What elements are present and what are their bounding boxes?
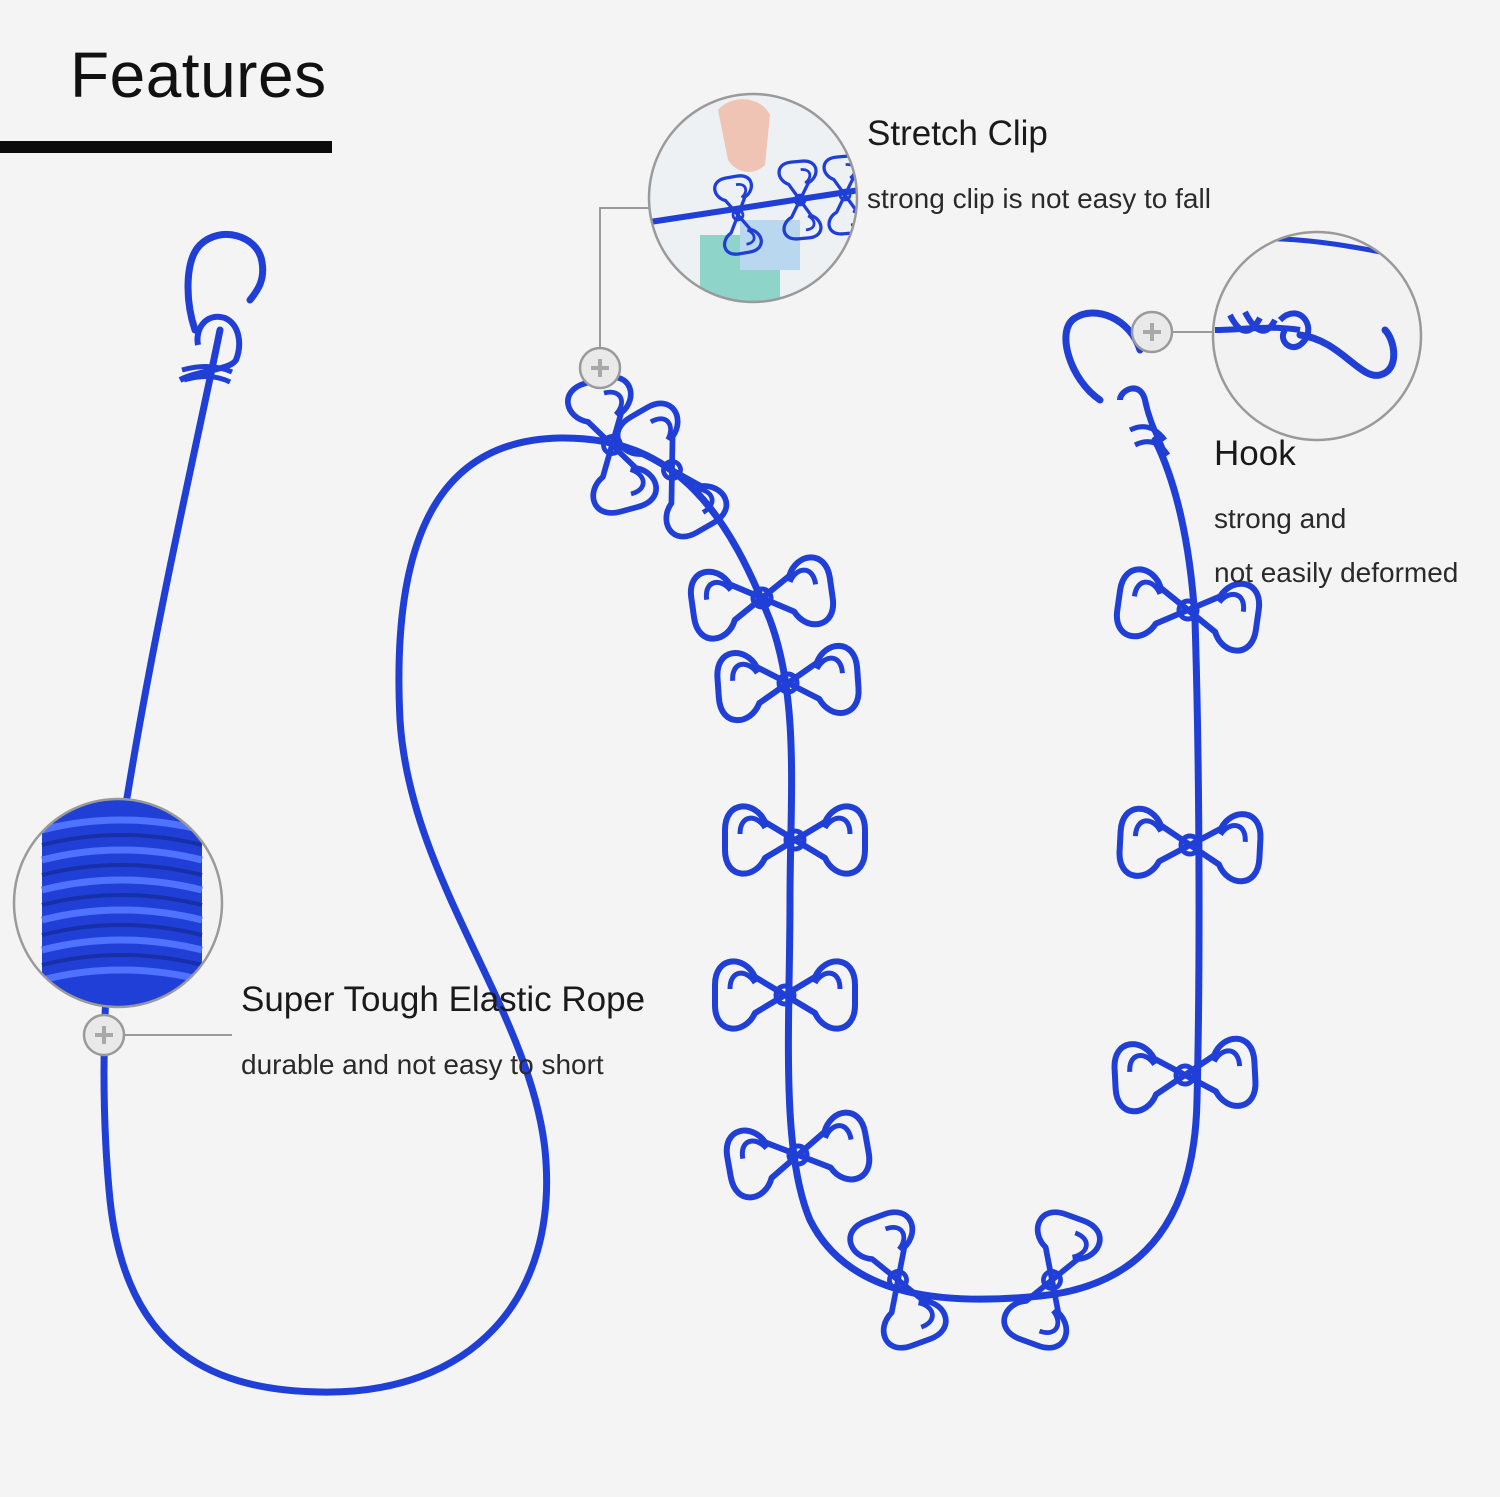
rope-feature-desc: durable and not easy to short [241,1049,604,1080]
zoom-circle-clip [647,92,859,304]
title-underline [0,141,332,153]
clip-icon [688,555,836,641]
page-title: Features [70,39,327,111]
clip-feature-desc: strong clip is not easy to fall [867,183,1211,214]
clip-icon [1113,1038,1256,1112]
clip-icon [1118,808,1261,882]
clip-icon [725,806,865,873]
hook-icon [178,231,267,385]
clip-icon [715,961,855,1028]
hook-feature-desc-line2: not easily deformed [1214,557,1459,588]
clip-feature-title: Stretch Clip [867,114,1048,153]
zoom-circle-rope [12,797,224,1009]
clip-icon [564,373,660,518]
plus-marker-icon [1130,310,1174,354]
rope-feature-title: Super Tough Elastic Rope [241,980,646,1019]
plus-marker-icon [82,1013,126,1057]
clip-icon [999,1207,1105,1354]
elastic-rope [100,326,1203,1396]
zoom-circle-hook [1211,230,1423,442]
clip-icon [611,396,733,543]
plus-marker-icon [578,346,622,390]
hook-feature-title: Hook [1214,434,1296,473]
hook-icon [1062,309,1171,457]
hook-feature-desc-line1: strong and [1214,503,1347,534]
clip-icon [845,1207,951,1354]
